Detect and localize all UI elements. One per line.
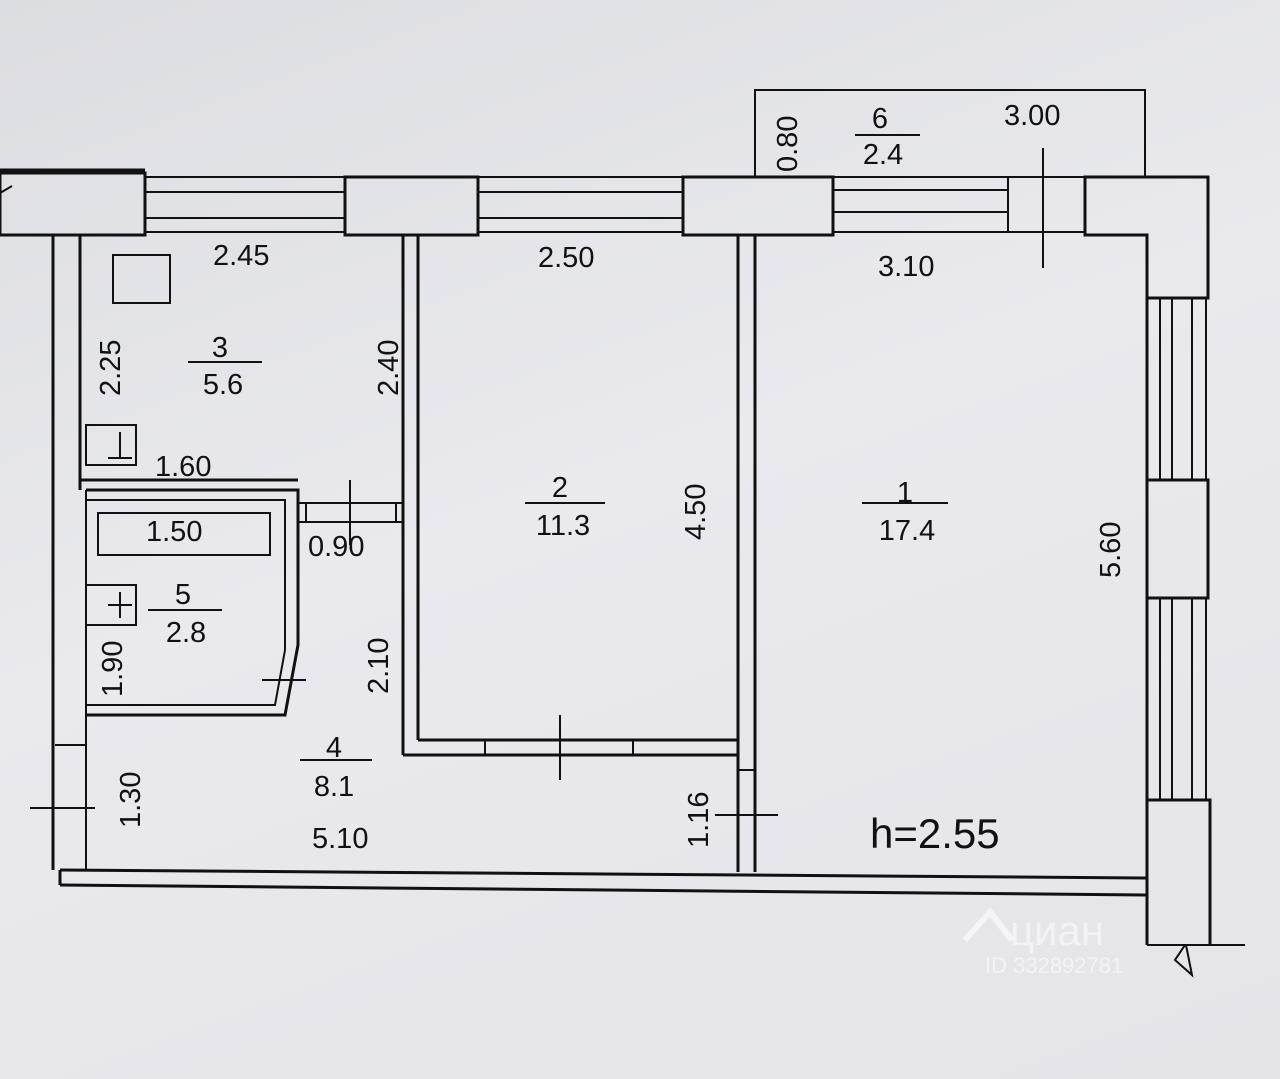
dim-balcony-depth: 0.80: [772, 116, 804, 172]
dim-hall-width: 5.10: [312, 823, 368, 855]
corner-pier: [1083, 175, 1210, 300]
room-area: 11.3: [536, 510, 590, 542]
room-number: 1: [897, 477, 913, 509]
dim-room2-height: 4.50: [680, 484, 712, 540]
bathtub-fixture: [97, 512, 271, 556]
room-number: 4: [326, 732, 342, 764]
fixtures: [85, 254, 271, 626]
top-wall: [0, 148, 1210, 300]
dim-bath-height: 1.90: [97, 641, 129, 697]
ceiling-height: h=2.55: [870, 810, 1000, 857]
room-label-5: 5 2.8: [148, 579, 222, 649]
room-area: 8.1: [314, 771, 354, 803]
watermark-id: ID 332892781: [985, 953, 1123, 978]
dim-room3-left: 2.25: [95, 340, 127, 396]
room-number: 5: [175, 579, 191, 611]
room-number: 6: [872, 103, 888, 135]
window-top-3: [833, 148, 1085, 268]
room-number: 2: [552, 472, 568, 504]
dim-room3-right: 2.40: [373, 340, 405, 396]
dim-niche: 1.16: [683, 792, 715, 848]
dimension-labels: 0.80 3.00 2.45 2.50 3.10 2.25 2.40 1.60 …: [95, 100, 1127, 855]
left-wall: [30, 235, 95, 870]
bottom-wall: [58, 868, 1148, 897]
dim-door-bath: 0.90: [308, 531, 364, 563]
pier-right: [1145, 478, 1210, 600]
sink-fixture-bath: [85, 584, 137, 626]
room-area: 5.6: [203, 369, 243, 401]
interior-walls: [80, 235, 778, 872]
dim-room3-width: 2.45: [213, 240, 269, 272]
room-label-6: 6 2.4: [863, 103, 903, 171]
watermark: циан ID 332892781: [962, 907, 1123, 978]
dim-corridor-height: 2.10: [363, 638, 395, 694]
balcony-outline: [754, 89, 1146, 177]
pier-1: [343, 175, 480, 237]
pier-2: [681, 175, 835, 237]
room-number: 3: [212, 332, 228, 364]
cian-logo-icon: [962, 907, 1015, 942]
sink-fixture-kitchen: [85, 424, 137, 466]
room-label-3: 3 5.6: [188, 332, 262, 401]
dim-bathtub: 1.50: [146, 516, 202, 548]
stove-fixture: [112, 254, 171, 304]
dim-room1-height: 5.60: [1095, 522, 1127, 578]
room-label-2: 2 11.3: [525, 472, 605, 542]
dim-corridor-top: 1.60: [155, 451, 211, 483]
dim-balcony-width: 3.00: [1004, 100, 1060, 132]
dim-room1-width: 3.10: [878, 251, 934, 283]
window-top-2: [478, 176, 683, 233]
room-label-1: 1 17.4: [862, 477, 948, 547]
room-area: 2.8: [166, 617, 206, 649]
room-area: 2.4: [863, 139, 903, 171]
dim-hall-left: 1.30: [115, 772, 147, 828]
room-area: 17.4: [879, 515, 935, 547]
window-top-1: [145, 176, 345, 233]
right-wall: [1145, 298, 1245, 978]
room-label-4: 4 8.1: [300, 732, 372, 803]
dim-room2-width: 2.50: [538, 242, 594, 274]
watermark-brand: циан: [1010, 907, 1104, 954]
